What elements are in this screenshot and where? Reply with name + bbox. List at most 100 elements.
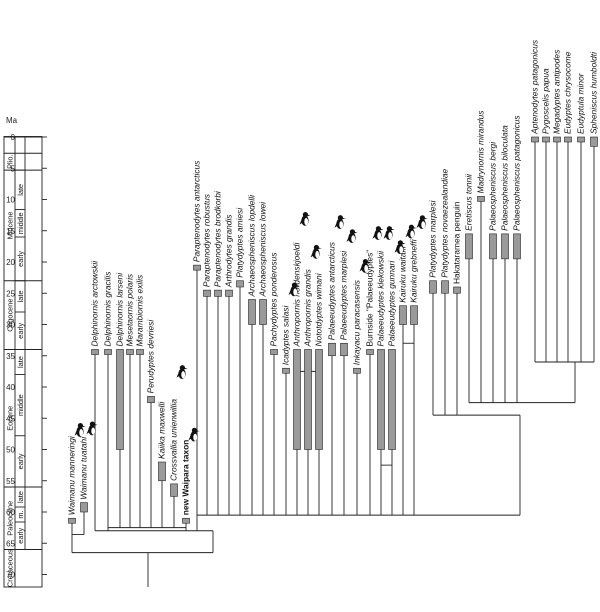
range-bar-palaeeudyptes-marplesi <box>340 342 348 357</box>
taxon-label-archaeospheniscus-lopdelli: Archaeospheniscus lopdelli <box>247 194 257 298</box>
range-bar-pygoscelis-papua <box>542 136 550 143</box>
axis-tick-label: 5 <box>11 164 16 173</box>
range-bar-waimanu-manneringi <box>68 517 76 524</box>
axis-tick-label: 40 <box>6 383 15 392</box>
axis-tick-label: 20 <box>6 258 15 267</box>
timescale-frame <box>3 136 43 588</box>
taxon-label-archaeospheniscus-lowei: Archaeospheniscus lowei <box>258 201 268 298</box>
range-bar-palaeeudyptes-klekowskii <box>377 349 385 450</box>
taxon-label-megadyptes-antipodes: Megadyptes antipodes <box>552 49 562 134</box>
penguin-icon <box>310 244 322 259</box>
axis-tick-label: 65 <box>6 539 15 548</box>
range-bar-spheniscus-humboldti <box>590 136 598 147</box>
axis-tick-label: 0 <box>11 133 16 142</box>
epoch-label: m. <box>16 510 25 518</box>
taxon-label-paraptenodytes-brodkorbi: Paraptenodytes brodkorbi <box>213 190 223 287</box>
penguin-icon <box>346 229 358 244</box>
taxon-label-palaeospheniscus-bergi: Palaeospheniscus bergi <box>488 141 498 231</box>
range-bar-mesetaornis-polaris <box>126 349 134 355</box>
taxon-label-hakataramea-penguin: Hakataramea penguin <box>452 201 462 284</box>
taxon-label-arthrodytes-grandis: Arthrodytes grandis <box>224 214 234 288</box>
taxon-label-paraptenodytes-antarcticus: Paraptenodytes antarcticus <box>192 160 202 262</box>
range-bar-kairuku-grebneffi <box>410 305 418 325</box>
taxon-label-palaeospheniscus-patagonicus: Palaeospheniscus patagonicus <box>512 115 522 231</box>
range-bar-pachydyptes-ponderosus <box>270 349 278 355</box>
taxon-label-platydyptes-amiesi: Platydyptes amiesi <box>235 207 245 278</box>
penguin-icon <box>372 226 384 240</box>
taxon-label-new-waipara-taxon: new Waipara taxon <box>181 440 191 516</box>
taxon-label-waimanu-tuatahi: Waimanu tuatahi <box>79 436 89 500</box>
range-bar-eudyptes-chrysocome <box>564 136 572 143</box>
epoch-label: late <box>16 491 25 503</box>
penguin-icons <box>74 212 428 442</box>
taxon-label-mesetaornis-polaris: Mesetaornis polaris <box>125 273 135 346</box>
epoch-label: early <box>16 453 25 469</box>
period-label: Miocene <box>6 211 15 239</box>
taxon-label-nototdyptes-wimani: Nototdyptes wimani <box>314 272 324 346</box>
taxon-label-marambiornis-exilis: Marambiornis exilis <box>135 274 145 346</box>
penguin-icon <box>405 224 417 239</box>
penguin-icon <box>334 215 346 229</box>
taxon-label-palaeeudyptes-marplesi: Palaeeudyptes marplesi <box>339 250 349 341</box>
penguin-icon <box>383 226 395 240</box>
taxon-label-waimanu-manneringi: Waimanu manneringi <box>67 435 77 515</box>
penguin-icon <box>394 240 406 254</box>
range-bar-palaeospheniscus-bergi <box>489 233 497 260</box>
penguin-icon <box>288 282 300 297</box>
range-bar-palaeospheniscus-patagonicus <box>513 233 521 260</box>
range-bar-platydyptes-marplesi <box>429 280 437 294</box>
taxon-label-anthropornis-grandis: Anthropornis grandis <box>303 268 313 347</box>
stratigraphic-ranges <box>68 136 598 524</box>
epoch-label: middle <box>16 394 25 416</box>
range-bar-perudyptes-devriesi <box>147 396 155 403</box>
range-bar-waimanu-tuatahi <box>80 502 88 513</box>
range-bar-delphinornis-larseni <box>116 349 124 450</box>
taxon-label-spheniscus-humboldti: Spheniscus humboldti <box>589 51 599 134</box>
axis-tick-label: 55 <box>6 477 15 486</box>
epoch-label: late <box>16 356 25 368</box>
taxon-label-kairuku-waitaki: Kairuku waitaki <box>398 245 408 302</box>
range-bar-burnside-palaeeudyptes <box>366 349 374 355</box>
epoch-label: early <box>16 322 25 338</box>
period-label: Cretaceous <box>6 549 15 587</box>
taxon-label-kairuku-grebneffi: Kairuku grebneffi <box>409 238 419 302</box>
range-bar-inkayacu-paracasensis <box>353 367 361 374</box>
taxon-label-icadyptes-salasi: Icadyptes salasi <box>281 305 291 366</box>
epoch-label: late <box>16 290 25 302</box>
tree-lines <box>71 140 595 587</box>
range-bar-platydyptes-novaezealandiae <box>441 280 449 294</box>
range-bar-kairuku-waitaki <box>399 305 407 325</box>
taxon-label-delphinornis-gracilis: Delphinornis gracilis <box>103 271 113 347</box>
range-bar-crossvallia-unienwillia <box>170 483 178 497</box>
range-bar-palaeospheniscus-biloculata <box>501 233 509 260</box>
taxon-label-perudyptes-devriesi: Perudyptes devriesi <box>146 319 156 394</box>
taxon-label-eudyptula-minor: Eudyptula minor <box>576 72 586 134</box>
taxon-label-aptenodytes-patagonicus: Aptenodytes patagonicus <box>530 39 540 135</box>
period-label: Eocene <box>6 406 15 431</box>
epoch-label: early <box>16 251 25 267</box>
taxon-label-palaeeudyptes-klekowskii: Palaeeudyptes klekowskii <box>376 250 386 347</box>
epoch-label: middle <box>16 212 25 234</box>
axis-tick-label: 30 <box>6 321 15 330</box>
taxon-label-platydyptes-marplesi: Platydyptes marplesi <box>428 199 438 277</box>
taxon-label-eretiscus-tonnii: Eretiscus tonnii <box>464 173 474 231</box>
range-bar-palaeeudyptes-gunnari <box>388 349 396 450</box>
range-bar-madrynornis-mirandus <box>477 196 485 202</box>
axis-tick-label: 15 <box>6 227 15 236</box>
penguin-icon <box>416 215 428 230</box>
period-label: Paleocene <box>6 501 15 536</box>
taxon-label-crossvallia-unienwillia: Crossvallia unienwillia <box>169 399 179 481</box>
penguin-icon <box>188 427 200 442</box>
range-bar-icadyptes-salasi <box>282 367 290 374</box>
taxon-label-palaeeudyptes-gunnari: Palaeeudyptes gunnari <box>387 260 397 347</box>
axis-unit-label: Ma <box>6 116 18 125</box>
taxon-label-platydyptes-novaezealandiae: Platydyptes novaezealandiae <box>440 168 450 277</box>
axis-tick-label: 10 <box>6 196 15 205</box>
range-bar-eudyptula-minor <box>577 136 585 143</box>
axis-tick-label: 50 <box>6 446 15 455</box>
range-bar-delphinornis-gracilis <box>104 349 112 355</box>
taxon-label-pachydyptes-ponderosus: Pachydyptes ponderosus <box>269 252 279 347</box>
range-bar-marambiornis-exilis <box>136 349 144 355</box>
